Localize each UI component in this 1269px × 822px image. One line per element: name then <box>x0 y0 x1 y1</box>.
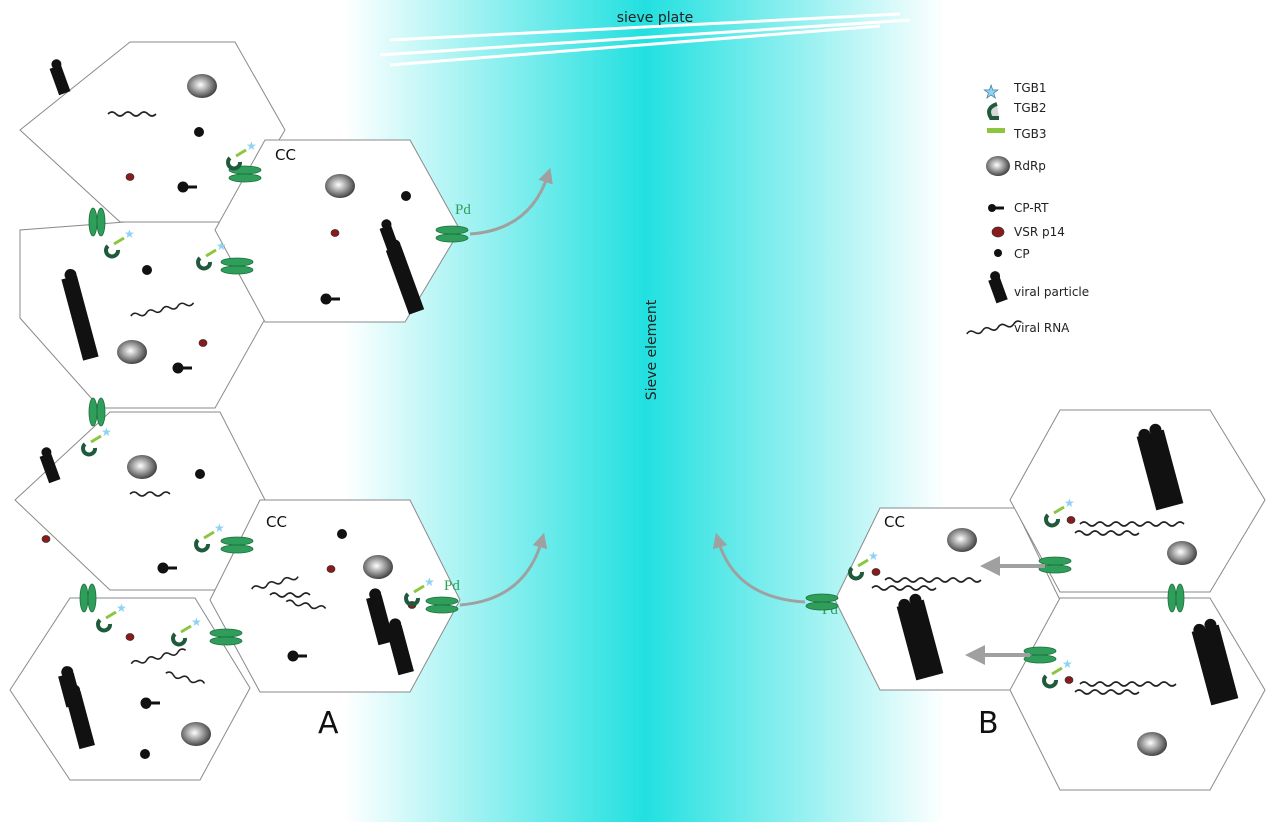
svg-text:★: ★ <box>246 139 257 153</box>
legend-label: TGB2 <box>1013 101 1047 115</box>
svg-text:★: ★ <box>101 425 112 439</box>
sphere-icon <box>986 156 1010 176</box>
legend-label: viral particle <box>1014 285 1089 299</box>
svg-text:★: ★ <box>216 239 227 253</box>
sieve-plate-label: sieve plate <box>617 10 694 26</box>
svg-text:★: ★ <box>424 575 435 589</box>
panel-a-label: A <box>318 706 339 741</box>
legend-item-tgb2: TGB2 <box>987 101 1047 120</box>
svg-text:★: ★ <box>116 601 127 615</box>
legend-item-cp-rt: CP-RT <box>988 201 1049 215</box>
rdrp-spheres <box>117 74 1197 756</box>
cc-label: CC <box>884 513 905 531</box>
legend-item-tgb1: ★ TGB1 <box>983 81 1047 102</box>
star-icon: ★ <box>983 82 999 102</box>
sieve-element-label: Sieve element <box>644 299 660 400</box>
bar-icon <box>987 128 1005 133</box>
legend-item-cp: CP <box>994 247 1030 261</box>
legend-label: VSR p14 <box>1014 225 1065 239</box>
sieve-element-region <box>345 0 945 822</box>
viral-rna <box>107 111 1185 695</box>
legend-item-viral-rna: viral RNA <box>966 320 1070 335</box>
legend-label: TGB1 <box>1013 81 1047 95</box>
dot-icon <box>994 249 1002 257</box>
transport-arrows <box>459 167 1045 665</box>
legend-item-viral-particle: viral particle <box>988 271 1089 304</box>
particle-icon <box>988 271 1008 304</box>
plasmodesmata <box>79 165 1185 664</box>
legend-label: CP-RT <box>1014 201 1049 215</box>
svg-text:★: ★ <box>124 227 135 241</box>
legend-item-rdrp: RdRp <box>986 156 1046 176</box>
svg-text:★: ★ <box>214 521 225 535</box>
cell <box>14 411 266 591</box>
sieve-plate-lines <box>379 12 911 67</box>
hook-icon <box>987 102 999 120</box>
companion-cell <box>209 499 461 693</box>
oval-icon <box>991 226 1005 238</box>
svg-text:★: ★ <box>868 549 879 563</box>
legend-item-vsr-p14: VSR p14 <box>991 225 1065 239</box>
svg-text:★: ★ <box>1062 657 1073 671</box>
tgb-complexes: ★ ★ ★ ★ ★ ★ ★ ★ ★ ★ ★ <box>81 139 1075 689</box>
legend-label: viral RNA <box>1014 321 1070 335</box>
viral-particles <box>39 59 1239 750</box>
pd-label: Pd <box>455 202 471 218</box>
rna-icon <box>966 320 1023 335</box>
cp-dots <box>140 127 411 759</box>
cell <box>1009 409 1266 593</box>
panel-b-label: B <box>978 706 999 741</box>
legend-label: CP <box>1014 247 1030 261</box>
svg-text:★: ★ <box>191 615 202 629</box>
cc-label: CC <box>266 513 287 531</box>
vsr-p14 <box>41 173 1076 684</box>
legend-label: RdRp <box>1014 159 1046 173</box>
cell <box>9 597 251 781</box>
legend: ★ TGB1 TGB2 TGB3 RdRp CP-RT VSR p14 CP <box>966 81 1089 335</box>
cp-rt <box>140 181 340 709</box>
legend-label: TGB3 <box>1013 127 1047 141</box>
svg-text:★: ★ <box>1064 496 1075 510</box>
pd-label: Pd <box>444 578 460 594</box>
legend-item-tgb3: TGB3 <box>987 127 1047 141</box>
cc-label: CC <box>275 146 296 164</box>
